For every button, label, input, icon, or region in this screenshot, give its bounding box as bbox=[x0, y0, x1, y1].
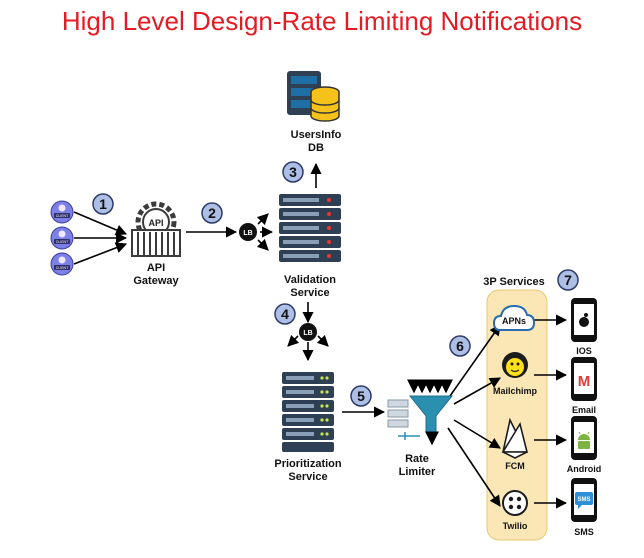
device-sms: SMS SMS bbox=[571, 478, 597, 537]
server-icon bbox=[282, 372, 334, 452]
step-number: 5 bbox=[357, 388, 365, 404]
service-fcm: FCM bbox=[501, 417, 529, 471]
client-3: CLIENT bbox=[50, 252, 74, 276]
prioritization-label-line1: Prioritization bbox=[274, 458, 342, 470]
device-label: Android bbox=[567, 464, 602, 474]
server-icon bbox=[279, 194, 341, 262]
service-twilio: Twilio bbox=[502, 490, 528, 531]
step-4: 4 bbox=[274, 303, 296, 325]
rate-limiter-label-line2: Limiter bbox=[399, 466, 436, 478]
step-6: 6 bbox=[449, 335, 471, 357]
load-balancer-icon bbox=[239, 223, 257, 241]
validation-service: Validation Service bbox=[279, 194, 341, 299]
third-party-services-panel bbox=[486, 289, 548, 541]
twilio-icon bbox=[502, 490, 528, 516]
step-3: 3 bbox=[282, 161, 304, 183]
service-label: FCM bbox=[505, 461, 525, 471]
gmail-phone-icon bbox=[571, 357, 597, 401]
step-number: 1 bbox=[99, 196, 107, 212]
android-phone-icon bbox=[571, 416, 597, 460]
sms-phone-icon bbox=[571, 478, 597, 522]
load-balancer-label: LB bbox=[303, 330, 312, 337]
apple-phone-icon bbox=[571, 298, 597, 342]
device-label: IOS bbox=[576, 346, 592, 356]
gmail-glyph: M bbox=[578, 373, 591, 390]
load-balancer-1: LB bbox=[239, 223, 257, 241]
load-balancer-2: LB bbox=[299, 323, 317, 341]
step-number: 3 bbox=[289, 164, 297, 180]
third-party-heading: 3P Services bbox=[483, 276, 545, 288]
funnel-icon bbox=[387, 379, 454, 446]
step-number: 6 bbox=[456, 338, 464, 354]
service-apns: APNs bbox=[492, 304, 536, 331]
service-mailchimp: Mailchimp bbox=[493, 352, 538, 396]
rate-limiter: Rate Limiter bbox=[387, 379, 454, 478]
gateway-label-line1: API bbox=[147, 262, 165, 274]
step-number: 4 bbox=[281, 306, 289, 322]
client-1: CLIENT bbox=[50, 200, 74, 224]
db-label-line2: DB bbox=[308, 142, 324, 154]
load-balancer-icon bbox=[299, 323, 317, 341]
sms-glyph: SMS bbox=[577, 497, 590, 503]
step-2: 2 bbox=[201, 202, 223, 224]
device-ios: IOS bbox=[571, 298, 597, 356]
client-label: CLIENT bbox=[56, 266, 69, 270]
diagram-title: High Level Design-Rate Limiting Notifica… bbox=[61, 6, 583, 36]
client-label: CLIENT bbox=[56, 214, 69, 218]
client-icon bbox=[50, 252, 74, 276]
step-1: 1 bbox=[92, 193, 114, 215]
validation-label-line2: Service bbox=[290, 287, 329, 299]
step-number: 2 bbox=[208, 205, 216, 221]
cloud-icon bbox=[492, 304, 536, 331]
api-gateway: API API Gateway bbox=[131, 201, 181, 287]
firebase-icon bbox=[501, 417, 529, 459]
device-label: SMS bbox=[574, 527, 594, 537]
users-info-db: UsersInfo DB bbox=[287, 71, 342, 154]
gateway-badge: API bbox=[148, 218, 163, 228]
device-label: Email bbox=[572, 405, 596, 415]
client-2: CLIENT bbox=[50, 226, 74, 250]
client-icon bbox=[50, 226, 74, 250]
service-label: APNs bbox=[502, 316, 526, 326]
gateway-icon bbox=[131, 201, 181, 257]
validation-label-line1: Validation bbox=[284, 274, 336, 286]
mailchimp-icon bbox=[502, 352, 528, 378]
rate-limiter-label-line1: Rate bbox=[405, 453, 429, 465]
device-email: M Email bbox=[571, 357, 597, 415]
step-number: 7 bbox=[564, 272, 572, 288]
connectors bbox=[73, 162, 568, 509]
device-android: Android bbox=[567, 416, 602, 474]
step-5: 5 bbox=[350, 385, 372, 407]
step-7: 7 bbox=[557, 269, 579, 291]
prioritization-service: Prioritization Service bbox=[274, 372, 342, 483]
gateway-label-line2: Gateway bbox=[133, 275, 179, 287]
client-icon bbox=[50, 200, 74, 224]
prioritization-label-line2: Service bbox=[288, 471, 327, 483]
service-label: Twilio bbox=[503, 521, 528, 531]
client-label: CLIENT bbox=[56, 240, 69, 244]
service-label: Mailchimp bbox=[493, 386, 538, 396]
database-icon bbox=[287, 71, 340, 122]
load-balancer-label: LB bbox=[243, 230, 252, 237]
db-label-line1: UsersInfo bbox=[291, 129, 342, 141]
